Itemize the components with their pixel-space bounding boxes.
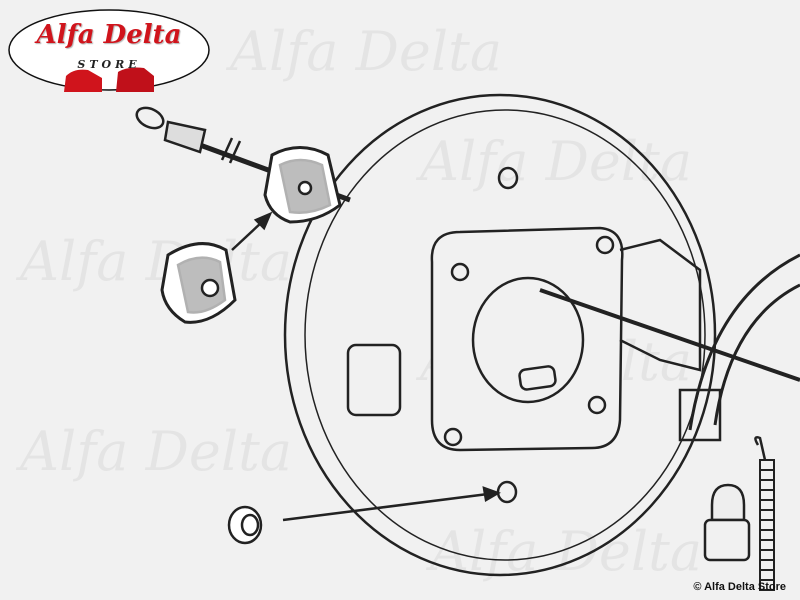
grommet-installed bbox=[263, 146, 342, 224]
backing-plate bbox=[283, 93, 800, 577]
store-logo[interactable]: Alfa Delta STORE bbox=[8, 8, 210, 96]
wheel-cylinder-cap bbox=[703, 483, 751, 562]
logo-title: Alfa Delta bbox=[36, 20, 182, 50]
logo-subtitle: STORE bbox=[77, 58, 141, 71]
grommet-part bbox=[160, 242, 237, 324]
copyright-text: © Alfa Delta Store bbox=[693, 581, 786, 593]
logo-oval bbox=[8, 9, 210, 92]
arrow-to-hole bbox=[282, 486, 501, 522]
plug-small bbox=[227, 505, 263, 545]
brake-shoe bbox=[678, 253, 800, 442]
arrow-to-installed bbox=[231, 211, 273, 251]
return-spring bbox=[754, 436, 775, 591]
red-car-icon bbox=[64, 67, 154, 92]
